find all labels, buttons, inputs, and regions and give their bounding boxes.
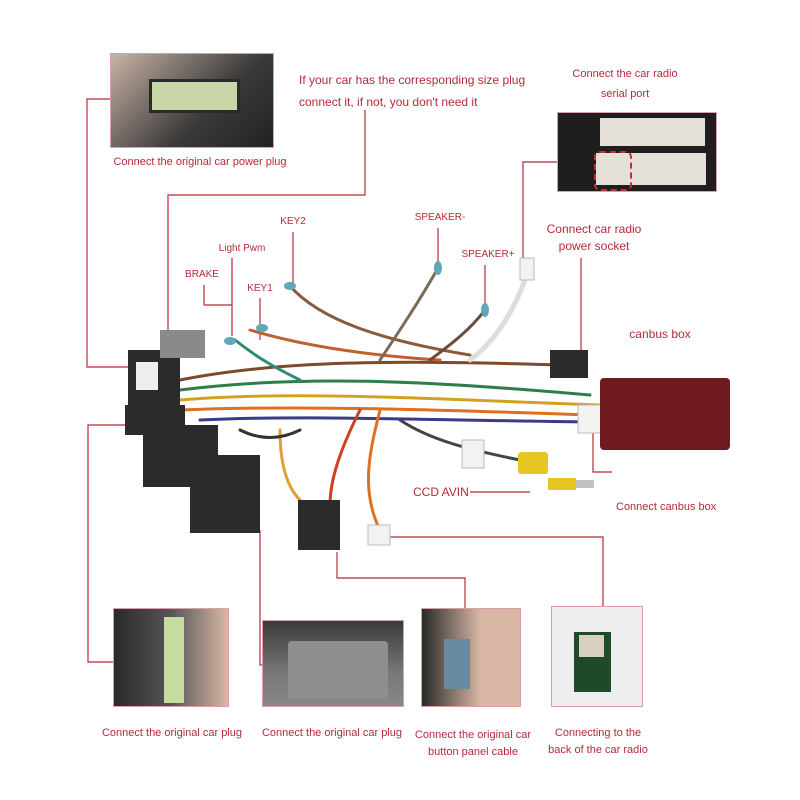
ccd-avin-label: CCD AVIN — [413, 485, 469, 499]
size-plug-note-line1: If your car has the corresponding size p… — [299, 73, 526, 87]
power-plug-photo — [110, 53, 274, 148]
car-plug-photo-1 — [113, 608, 229, 707]
serial-port-label-line1: Connect the car radio — [572, 68, 678, 80]
bottom-caption-4-line2: back of the car radio — [548, 744, 648, 756]
connectors — [125, 257, 730, 550]
connect-canbus-label: Connect canbus box — [616, 501, 717, 513]
power-plug-caption: Connect the original car power plug — [113, 156, 287, 168]
radio-back-photo — [551, 606, 643, 707]
leader-lines — [86, 98, 612, 666]
serial-port-label-line2: serial port — [600, 88, 650, 100]
bottom-caption-4-line1: Connecting to the — [554, 727, 642, 739]
canbus-box-label: canbus box — [629, 327, 691, 341]
brake-label: BRAKE — [185, 269, 219, 280]
bottom-caption-3-line2: button panel cable — [428, 746, 518, 758]
key2-label: KEY2 — [280, 216, 306, 227]
bottom-caption-2: Connect the original car plug — [261, 727, 403, 739]
car-plug-photo-2 — [262, 620, 404, 707]
power-socket-label-line1: Connect car radio — [546, 222, 642, 236]
power-socket-label-line2: power socket — [558, 239, 630, 253]
canbus-box — [600, 378, 730, 450]
button-panel-cable-photo — [421, 608, 521, 707]
speaker-minus-label: SPEAKER- — [414, 212, 466, 223]
speaker-plus-label: SPEAKER+ — [461, 249, 515, 260]
key1-label: KEY1 — [247, 283, 273, 294]
radio-serial-port-photo — [557, 112, 717, 192]
light-pwm-label: Light Pwm — [218, 243, 266, 254]
bottom-caption-3-line1: Connect the original car — [414, 729, 532, 741]
bottom-caption-1: Connect the original car plug — [101, 727, 243, 739]
size-plug-note-line2: connect it, if not, you don't need it — [299, 95, 478, 109]
